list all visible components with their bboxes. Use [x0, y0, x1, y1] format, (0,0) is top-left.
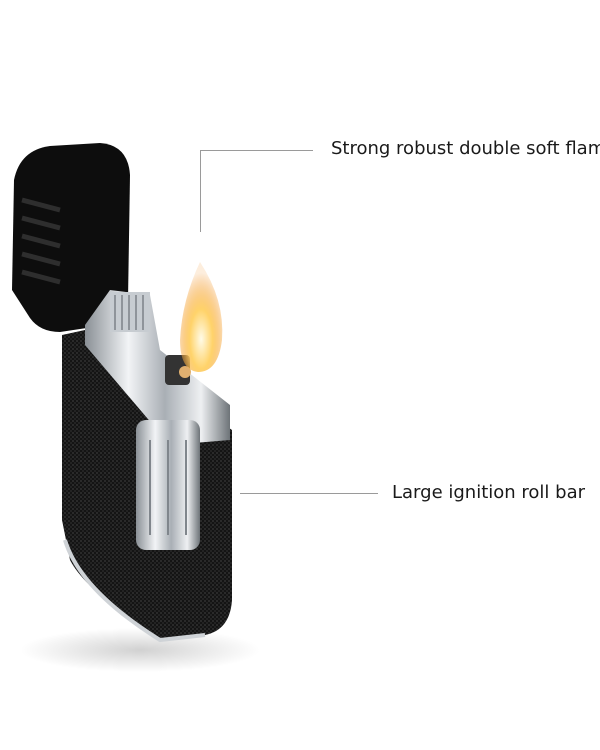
callout-rollbar: Large ignition roll bar — [392, 482, 585, 503]
flame — [180, 262, 223, 372]
shadow — [20, 628, 260, 672]
callout-line-flame-h — [200, 150, 313, 151]
ignition-roll-bar — [136, 420, 200, 550]
callout-flame: Strong robust double soft flam — [331, 138, 600, 159]
callout-line-flame-v — [200, 150, 201, 232]
chrome-insert — [85, 290, 230, 445]
callout-line-rollbar — [240, 493, 378, 494]
lighter-lid — [12, 143, 130, 332]
